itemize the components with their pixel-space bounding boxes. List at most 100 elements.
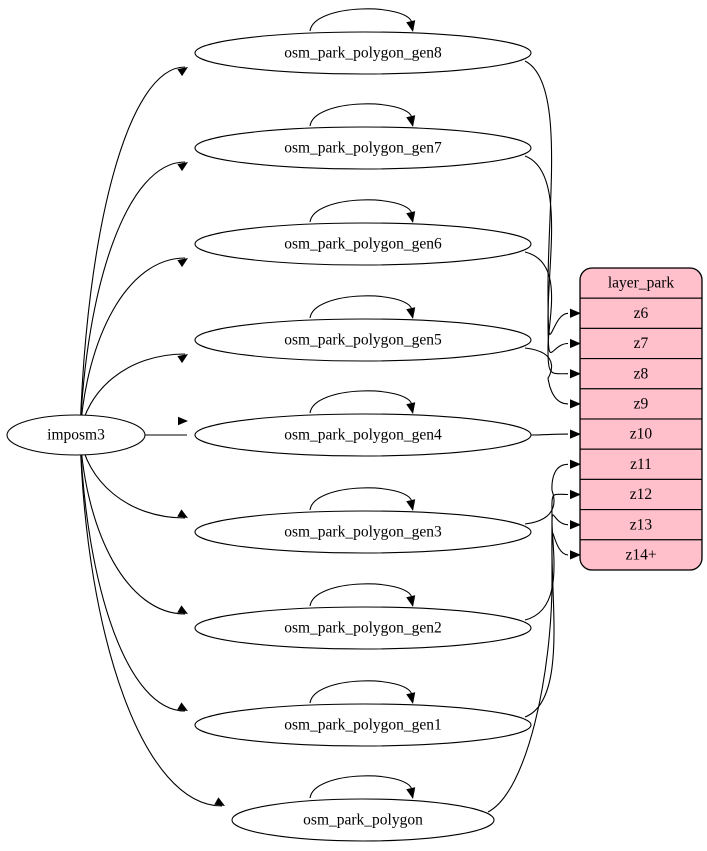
- edge-gen5-to-z9: [524, 347, 569, 405]
- source-node-layer: imposm3: [6, 414, 146, 456]
- edge-imposm3-to-gen8: [79, 66, 186, 436]
- edge-imposm3-to-gen6: [79, 257, 186, 436]
- table-row-label-z7: z7: [634, 335, 649, 352]
- arrow-head: [406, 115, 416, 127]
- edge-gen3-to-z11: [524, 463, 569, 525]
- node-gen7[interactable]: osm_park_polygon_gen7: [194, 126, 532, 170]
- self-loop-gen6: [309, 199, 413, 223]
- node-label-imposm3: imposm3: [47, 427, 105, 444]
- node-label-gen7: osm_park_polygon_gen7: [284, 140, 442, 157]
- edge-imposm3-to-gen1: [79, 434, 186, 712]
- node-label-gen8: osm_park_polygon_gen8: [284, 45, 442, 62]
- node-ellipses: osm_park_polygon_gen8 osm_park_polygon_ge…: [194, 31, 532, 842]
- table-row-label-z6: z6: [634, 305, 649, 322]
- edges-to-table: [487, 60, 581, 813]
- node-gen1[interactable]: osm_park_polygon_gen1: [194, 703, 532, 747]
- node-ellipse-imposm3[interactable]: [6, 414, 146, 456]
- node-ellipse-gen5[interactable]: [194, 318, 532, 362]
- node-gen2[interactable]: osm_park_polygon_gen2: [194, 606, 532, 650]
- table-rows-group: layer_park z6 z7 z8 z9 z10 z11 z12 z13 z14+: [580, 268, 702, 570]
- arrow-head: [177, 702, 188, 711]
- table-row-z7[interactable]: [580, 327, 702, 360]
- self-loop-base: [309, 775, 413, 799]
- arrow-head: [570, 459, 581, 469]
- arrow-head: [570, 369, 581, 379]
- arrow-head: [570, 308, 581, 318]
- table-header-label: layer_park: [608, 275, 675, 292]
- self-loop-gen8: [309, 8, 413, 32]
- table-header-cell[interactable]: [580, 268, 702, 299]
- node-gen4[interactable]: osm_park_polygon_gen4: [194, 413, 532, 457]
- node-ellipse-gen8[interactable]: [194, 31, 532, 75]
- self-loop-edges: [309, 8, 416, 799]
- edge-gen6-to-z8: [524, 251, 569, 375]
- arrow-head: [177, 605, 188, 614]
- edge-gen1-to-z13: [524, 514, 569, 718]
- arrow-head: [570, 429, 581, 439]
- self-loop-gen7: [309, 103, 413, 127]
- arrow-head: [406, 402, 416, 414]
- node-ellipse-gen3[interactable]: [194, 510, 532, 554]
- table-row-label-z8: z8: [634, 365, 649, 382]
- edge-gen4-to-z10: [530, 433, 569, 436]
- arrow-head: [570, 338, 581, 349]
- arrow-head: [406, 211, 416, 223]
- arrow-head: [177, 354, 188, 364]
- arrow-head: [406, 692, 416, 704]
- arrow-head: [406, 20, 416, 32]
- arrow-head: [214, 797, 225, 806]
- edge-imposm3-to-gen2: [79, 434, 186, 615]
- table-row-label-z9: z9: [634, 395, 649, 412]
- self-loop-gen3: [309, 487, 413, 511]
- node-ellipse-gen4[interactable]: [194, 413, 532, 457]
- arrow-head: [570, 520, 581, 530]
- node-label-gen4: osm_park_polygon_gen4: [284, 427, 442, 444]
- arrow-head: [178, 416, 188, 426]
- node-ellipse-base[interactable]: [231, 798, 495, 842]
- node-label-base: osm_park_polygon: [303, 812, 423, 829]
- edge-gen7-to-z7: [524, 155, 569, 353]
- node-label-gen2: osm_park_polygon_gen2: [284, 620, 442, 637]
- table-row-z9[interactable]: [580, 388, 702, 420]
- arrow-head: [177, 67, 188, 77]
- edge-imposm3-to-gen7: [79, 161, 186, 436]
- edge-imposm3-to-base: [79, 434, 223, 807]
- arrow-head: [570, 489, 581, 500]
- edge-base-to-z14+: [487, 532, 569, 813]
- table-outline: [579, 267, 703, 571]
- node-ellipse-gen2[interactable]: [194, 606, 532, 650]
- self-loop-gen2: [309, 583, 413, 607]
- node-label-gen1: osm_park_polygon_gen1: [284, 717, 442, 734]
- edge-gen2-to-z12: [524, 493, 569, 621]
- layer-park-table: layer_park z6 z7 z8 z9 z10 z11 z12 z13 z14+: [579, 267, 703, 571]
- arrow-head: [570, 399, 581, 409]
- node-gen8[interactable]: osm_park_polygon_gen8: [194, 31, 532, 75]
- node-base[interactable]: osm_park_polygon: [231, 798, 495, 842]
- table-row-label-z13: z13: [630, 516, 653, 533]
- node-ellipse-gen1[interactable]: [194, 703, 532, 747]
- table-row-label-z14+: z14+: [625, 546, 656, 563]
- table-row-label-z12: z12: [630, 486, 652, 503]
- node-gen6[interactable]: osm_park_polygon_gen6: [194, 222, 532, 266]
- node-gen3[interactable]: osm_park_polygon_gen3: [194, 510, 532, 554]
- edge-gen8-to-z6: [524, 60, 569, 335]
- node-label-gen5: osm_park_polygon_gen5: [284, 332, 442, 349]
- table-row-z6[interactable]: [580, 297, 702, 329]
- table-row-label-z11: z11: [630, 456, 652, 473]
- self-loop-gen4: [309, 390, 413, 414]
- arrow-head: [406, 307, 416, 319]
- arrow-head: [177, 162, 188, 172]
- node-label-gen3: osm_park_polygon_gen3: [284, 524, 442, 541]
- node-ellipse-gen7[interactable]: [194, 126, 532, 170]
- node-ellipse-gen6[interactable]: [194, 222, 532, 266]
- arrow-head: [406, 787, 416, 799]
- node-gen5[interactable]: osm_park_polygon_gen5: [194, 318, 532, 362]
- arrow-head: [177, 509, 188, 518]
- node-label-gen6: osm_park_polygon_gen6: [284, 236, 442, 253]
- arrow-head: [406, 595, 416, 607]
- table-row-label-z10: z10: [630, 426, 653, 443]
- arrow-head: [177, 258, 188, 268]
- node-imposm3[interactable]: imposm3: [6, 414, 146, 456]
